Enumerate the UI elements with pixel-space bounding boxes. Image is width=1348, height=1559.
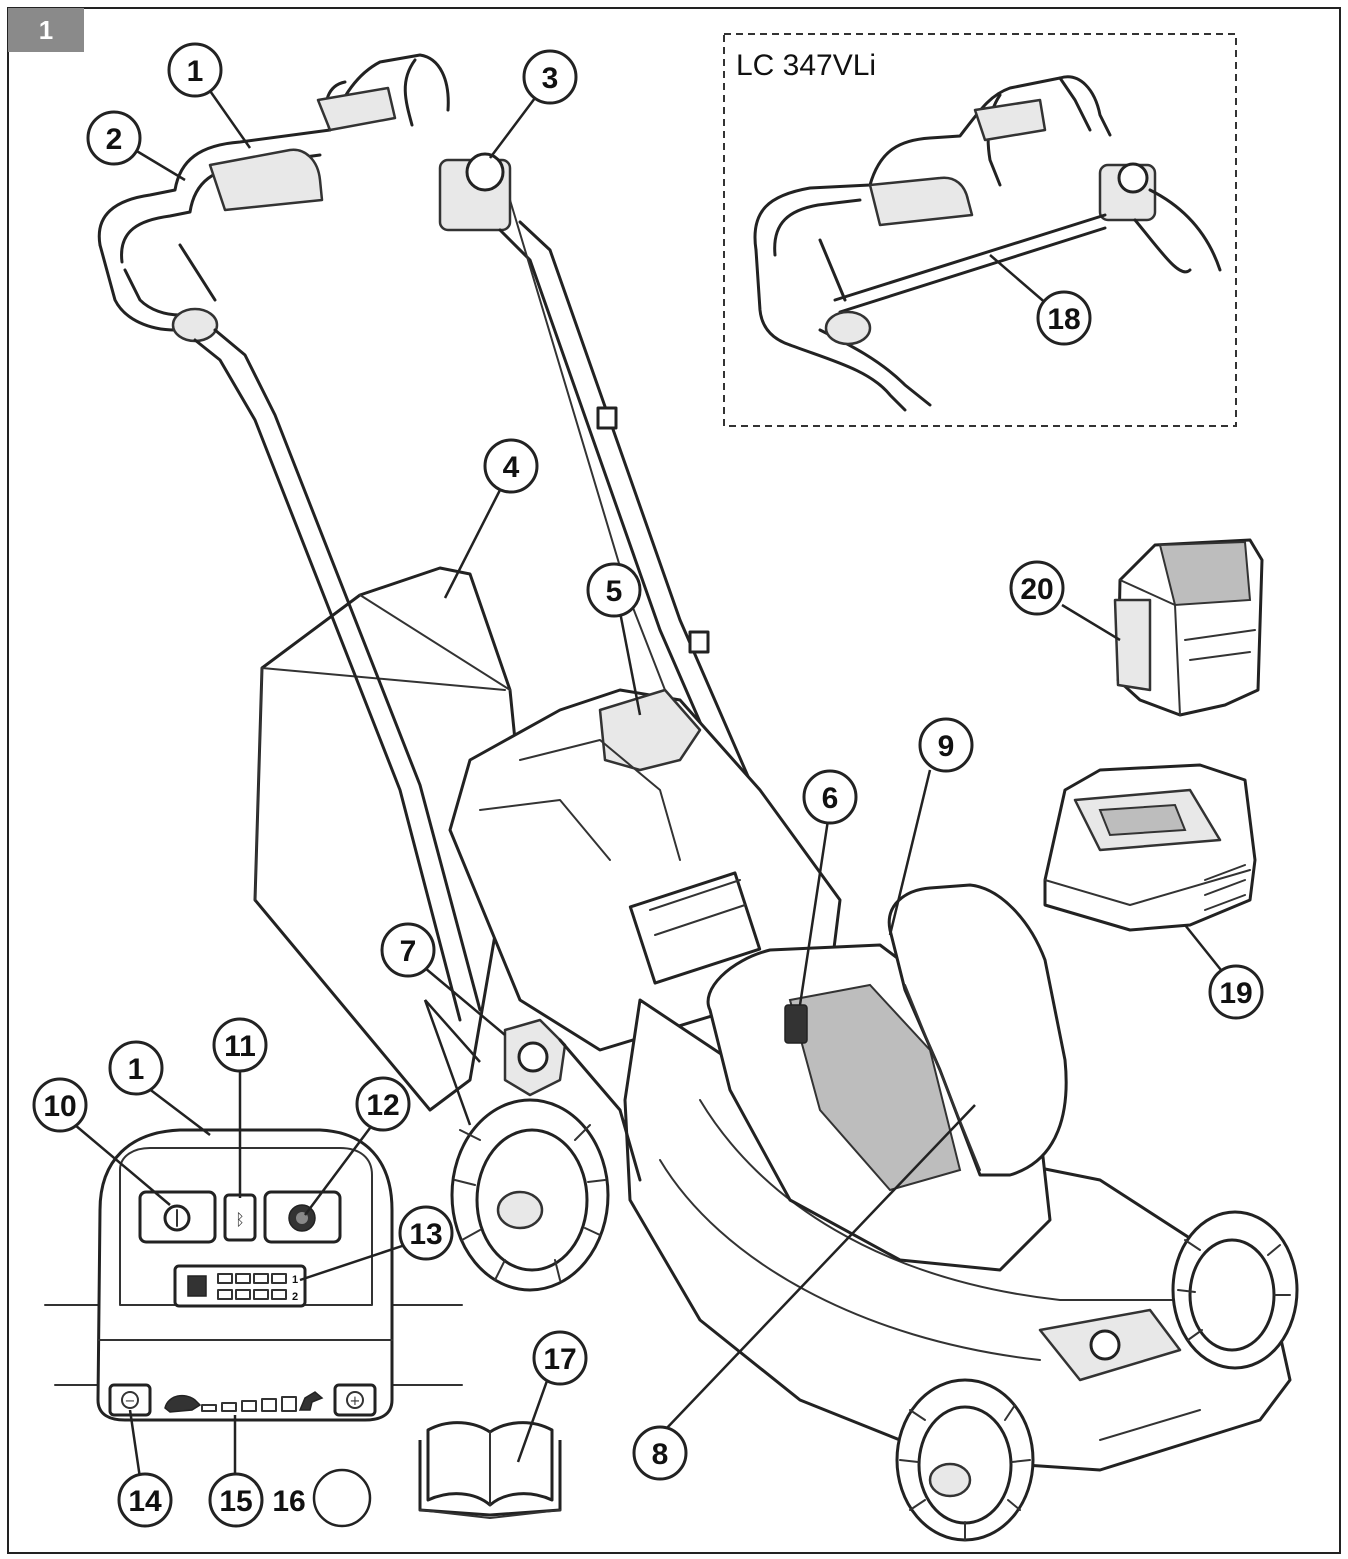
plus-button bbox=[333, 1383, 377, 1417]
battery-led-symbol bbox=[187, 1275, 207, 1297]
svg-text:8: 8 bbox=[652, 1438, 669, 1471]
svg-text:7: 7 bbox=[400, 935, 417, 968]
figure-number: 1 bbox=[39, 15, 53, 45]
front-left-wheel bbox=[895, 1378, 1035, 1542]
callout-12: 12 bbox=[355, 1076, 411, 1132]
inset-handle-illustration bbox=[753, 75, 1222, 412]
figure-number-tag: 1 bbox=[8, 8, 84, 52]
callout-18: 18 bbox=[1036, 290, 1092, 346]
callout-15: 15 bbox=[208, 1472, 264, 1528]
callout-10: 10 bbox=[32, 1077, 88, 1133]
svg-text:3: 3 bbox=[542, 62, 559, 95]
callout-14: 14 bbox=[117, 1472, 173, 1528]
control-panel-detail: ᛒ 1 2 − + bbox=[44, 1128, 463, 1422]
callout-17: 17 bbox=[532, 1330, 588, 1386]
height-adjuster bbox=[503, 1018, 642, 1182]
inset-title: LC 347VLi bbox=[736, 49, 876, 82]
front-right-wheel bbox=[1171, 1210, 1299, 1370]
svg-text:6: 6 bbox=[822, 782, 839, 815]
svg-text:15: 15 bbox=[219, 1485, 252, 1518]
inset-lc347vli: LC 347VLi bbox=[723, 33, 1237, 427]
mower-illustration bbox=[97, 53, 1299, 1542]
callout-4: 4 bbox=[483, 438, 539, 494]
svg-text:9: 9 bbox=[938, 730, 955, 763]
manual-book-icon bbox=[418, 1421, 562, 1519]
svg-text:5: 5 bbox=[606, 575, 623, 608]
callout-5: 5 bbox=[586, 562, 642, 618]
leader-lines bbox=[74, 87, 1226, 1479]
svg-text:13: 13 bbox=[409, 1218, 442, 1251]
led-row-2-label: 2 bbox=[292, 1291, 298, 1303]
battery-compartment bbox=[706, 883, 1068, 1272]
callout-9: 9 bbox=[918, 717, 974, 773]
callout-3: 3 bbox=[522, 49, 578, 105]
svg-text:19: 19 bbox=[1219, 977, 1252, 1010]
callout-16: 16 bbox=[272, 1485, 305, 1518]
callout-11: 11 bbox=[212, 1017, 268, 1073]
minus-symbol: − bbox=[125, 1394, 136, 1409]
led-row-1-label: 1 bbox=[292, 1274, 298, 1286]
svg-text:2: 2 bbox=[106, 123, 123, 156]
callout-2: 2 bbox=[86, 110, 142, 166]
svg-text:1: 1 bbox=[128, 1053, 145, 1086]
callout-1a: 1 bbox=[167, 42, 223, 98]
plus-symbol: + bbox=[350, 1394, 361, 1409]
battery-charger bbox=[1043, 763, 1257, 932]
callout-20: 20 bbox=[1009, 560, 1065, 616]
battery-pack bbox=[1113, 538, 1264, 717]
svg-text:10: 10 bbox=[43, 1090, 76, 1123]
callout-8: 8 bbox=[632, 1425, 688, 1481]
figure-border bbox=[7, 7, 1341, 1554]
callout-1b: 1 bbox=[108, 1040, 164, 1096]
grass-catcher bbox=[253, 566, 522, 1112]
bluetooth-icon: ᛒ bbox=[235, 1210, 245, 1229]
callout-6: 6 bbox=[802, 769, 858, 825]
callout-16-circle bbox=[312, 1468, 372, 1528]
turtle-icon bbox=[164, 1394, 202, 1413]
svg-text:4: 4 bbox=[503, 451, 520, 484]
svg-text:14: 14 bbox=[128, 1485, 162, 1518]
rear-left-wheel bbox=[450, 1098, 610, 1292]
speed-led-bars bbox=[201, 1396, 297, 1412]
callout-7: 7 bbox=[380, 922, 436, 978]
svg-text:20: 20 bbox=[1020, 573, 1053, 606]
callout-19: 19 bbox=[1208, 964, 1264, 1020]
svg-text:1: 1 bbox=[187, 55, 204, 88]
svg-text:11: 11 bbox=[224, 1030, 256, 1063]
svg-text:18: 18 bbox=[1047, 303, 1080, 336]
callout-13: 13 bbox=[398, 1205, 454, 1261]
svg-text:16: 16 bbox=[272, 1485, 305, 1518]
rabbit-icon bbox=[298, 1391, 324, 1411]
svg-text:17: 17 bbox=[543, 1343, 576, 1376]
svg-text:12: 12 bbox=[366, 1089, 399, 1122]
